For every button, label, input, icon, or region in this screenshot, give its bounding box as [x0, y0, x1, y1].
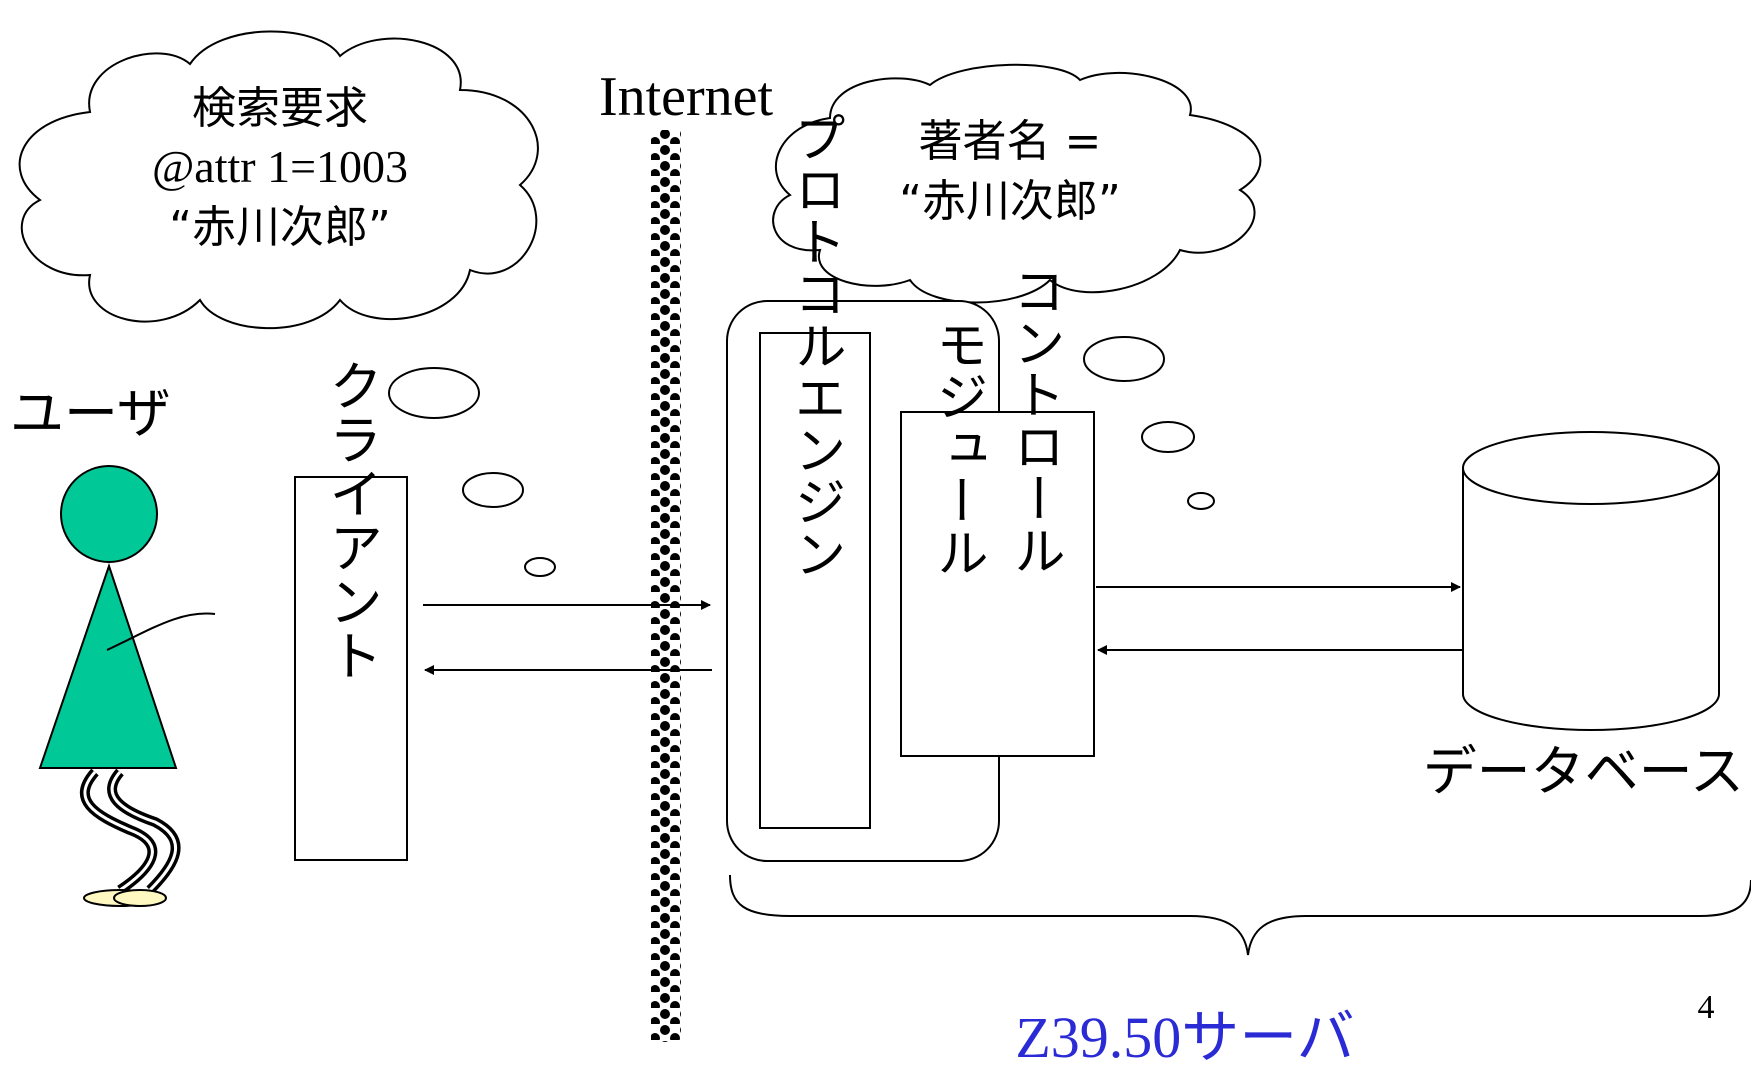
page-number: 4: [1698, 989, 1715, 1026]
control-module-box: コントロール モジュール: [900, 264, 1095, 757]
thought-bubble-left-large: [388, 367, 480, 419]
author-name-cloud: 著者名 = “赤川次郎”: [772, 63, 1262, 304]
internet-boundary-line: [651, 130, 681, 1042]
thought-bubble-right-medium: [1141, 421, 1195, 453]
cloud-left-line2: @attr 1=1003: [152, 141, 408, 192]
protocol-engine-box: プロトコルエンジン: [759, 111, 871, 829]
server-brace: [729, 874, 1751, 956]
search-request-cloud: 検索要求 @attr 1=1003 “赤川次郎”: [18, 30, 539, 330]
thought-bubble-right-large: [1083, 336, 1165, 382]
cloud-right-line2: “赤川次郎”: [899, 176, 1121, 227]
thought-bubble-left-small: [524, 557, 556, 577]
protocol-engine-label: プロトコルエンジン: [785, 111, 845, 579]
cloud-right-line1: 著者名 =: [919, 116, 1102, 167]
cloud-left-line1: 検索要求: [192, 83, 368, 134]
thought-bubble-left-medium: [462, 472, 524, 508]
client-box: クライアント: [294, 358, 408, 861]
control-module-col1: コントロール: [1004, 264, 1064, 576]
control-module-col2: モジュール: [927, 318, 987, 578]
database-cylinder: [1462, 431, 1720, 731]
cloud-left-line3: “赤川次郎”: [169, 202, 391, 253]
user-figure: [38, 465, 216, 907]
user-label: ユーザ: [10, 382, 171, 445]
server-label: Z39.50サーバ: [1015, 1005, 1354, 1065]
internet-label: Internet: [599, 66, 774, 128]
database-label: データベース: [1423, 740, 1744, 803]
client-label: クライアント: [320, 358, 383, 682]
thought-bubble-right-small: [1187, 492, 1215, 510]
